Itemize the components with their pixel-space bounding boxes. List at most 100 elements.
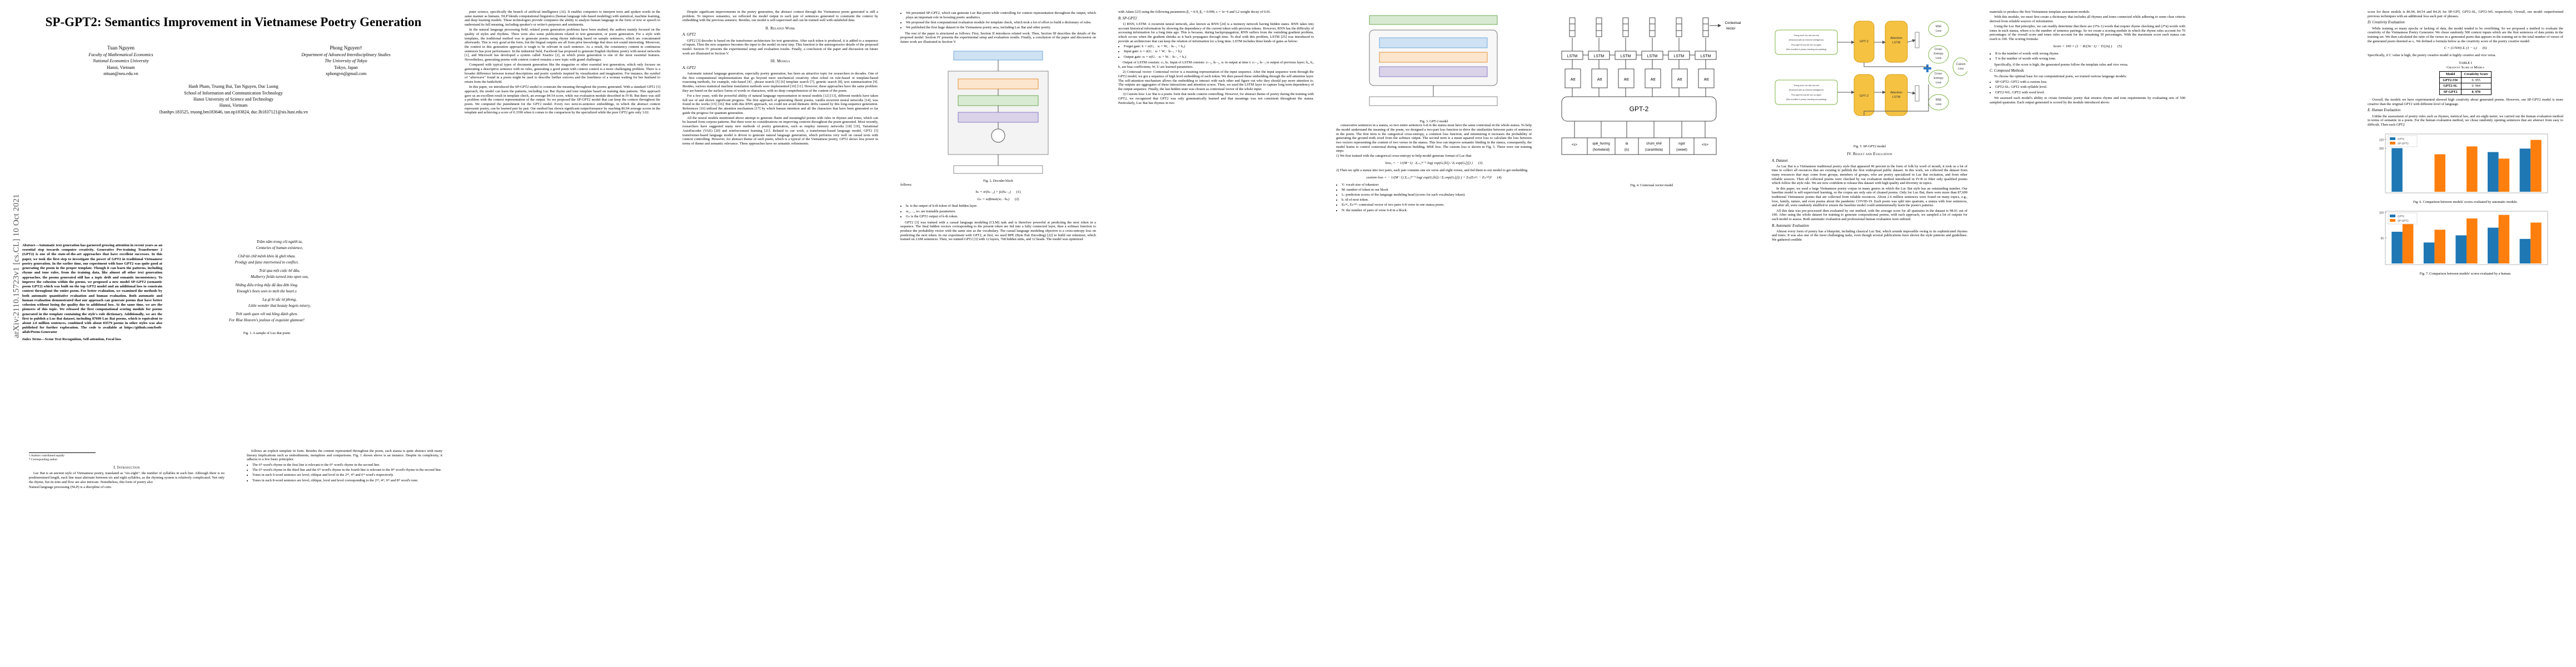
column-8: Thông minh vốn sẵn tính trời (Endowed wi… (1772, 10, 1969, 243)
body-paragraph: In the natural language processing field… (465, 28, 660, 62)
equation-1-number: (1) (1016, 190, 1021, 194)
poem-line-en: Mulberry fields turned into open sea, (250, 274, 309, 279)
cell-score: 0. 964 (2460, 83, 2492, 89)
svg-text:ngot: ngot (1678, 142, 1685, 146)
author-names: Hanh Pham, Truong Bui, Tan Nguyen, Duc L… (188, 84, 278, 89)
svg-text:Att: Att (1597, 78, 1602, 82)
list-item: We published the first huge dataset in t… (906, 26, 1096, 30)
svg-text:quê_hương: quê_hương (1592, 142, 1610, 146)
svg-text:50: 50 (2380, 237, 2384, 240)
svg-text:(She excelled in poetry chanti: (She excelled in poetry chanting and pai… (1786, 98, 1827, 101)
section-heading-introduction: I. Introduction (113, 465, 140, 470)
column-0: † Authors contributed equally * Correspo… (29, 449, 225, 490)
body-paragraph: GPT2 [3] was trained with a casual langu… (900, 220, 1096, 242)
author-dept: Faculty of Mathematical Economics (88, 52, 153, 57)
footnote-1: † Authors contributed equally (29, 454, 65, 457)
list-item: We presented SP-GPT2, which can generate… (906, 11, 1096, 19)
author-org: The University of Tokyo (325, 58, 367, 64)
body-paragraph: Unlike the assessment of poetry rules su… (2368, 114, 2563, 127)
body-paragraph: consecutive sentences in a stanza, so tw… (1336, 123, 1532, 153)
column-header-model: Model (2439, 71, 2462, 78)
subsection-heading-dataset: A. Dataset (1772, 158, 1788, 163)
equation-4: custom loss = − 1/(M−1) Σᵢ₌₁ᴹ⁻¹ log( exp… (1336, 176, 1532, 180)
lstm-label: LSTM (1567, 54, 1578, 58)
equation-4-body: custom loss = − 1/(M−1) Σᵢ₌₁ᴹ⁻¹ log( exp… (1366, 175, 1492, 180)
figure-5-caption: Fig. 5. SP-GPT2 model (1853, 144, 1886, 148)
equation-5-body: Score = 100 × (1 − R/(3n−1) − T/(2n) ) (2053, 44, 2112, 48)
abstract-body: Automatic text generation has garnered g… (22, 243, 162, 335)
follows-label: follows: (900, 182, 912, 187)
footnote-2: * Corresponding author (29, 458, 58, 462)
svg-text:Pha nghề thi hoạ đủ mùi ca ngâ: Pha nghề thi hoạ đủ mùi ca ngâm (1791, 94, 1821, 96)
list-item: R is the number of words with wrong rhym… (1995, 52, 2185, 56)
svg-text:SP-GPT2: SP-GPT2 (2398, 219, 2409, 222)
svg-text:Att: Att (1651, 78, 1656, 82)
subsection-heading-sp-gpt2: B. SP-GPT2 (1118, 16, 1137, 21)
figure-7-caption: Fig. 7. Comparison between models' score… (2419, 272, 2512, 276)
svg-text:(Endowed with an inherent inte: (Endowed with an inherent intelligence) (1789, 89, 1824, 91)
list-item: Gₖ is the GPT2 output of k-th token. (906, 215, 1096, 219)
list-item: Tones in each 8-word sentence are level,… (252, 479, 442, 483)
table-row: GPT2-SL 0. 964 (2439, 83, 2492, 89)
poem-couplet: Chữ tài chữ mệnh khéo là ghét nhau. Prod… (183, 253, 350, 265)
body-paragraph: To choose the optimal base for our compu… (1994, 74, 2127, 79)
body-paragraph: GPT2 [3] decoder is based on the transfo… (682, 38, 878, 56)
body-paragraph: Output of LSTM consists: cₜ, hₜ. Input o… (1118, 61, 1314, 69)
section-heading-models: III. Models (770, 59, 790, 64)
column-6: Fig. 3. GPT-2 model consecutive sentence… (1336, 10, 1532, 214)
body-paragraph: Natural language processing (NLP) is a d… (29, 485, 112, 489)
list-item: SP-GPT2: GPT2 with a custom loss. (1995, 80, 2185, 84)
column-10: score for these models is 86.94, 84.54 a… (2368, 10, 2563, 276)
equation-1-body: hₖ = tr(hₖ₋₁) + fc(hₖ₋₁) (975, 190, 1011, 194)
body-paragraph: Automatic natural language generation, e… (682, 71, 878, 93)
svg-text:Vector: Vector (1726, 27, 1735, 31)
svg-text:GPT-2: GPT-2 (1860, 40, 1869, 43)
list-item: V: vocab size of tokenizer (1342, 183, 1532, 187)
table-1-caption: Creativity Score of Models (2447, 65, 2484, 69)
svg-text:Cross-: Cross- (1935, 72, 1943, 76)
body-paragraph: In this paper, we used a large Vietnames… (1772, 186, 1967, 208)
equation-1: hₖ = tr(hₖ₋₁) + fc(hₖ₋₁) (1) (900, 190, 1096, 195)
body-paragraph: Compared with typical types of document … (465, 63, 660, 84)
subsection-heading-human-evaluation: E. Human Evaluation (2368, 108, 2401, 113)
figure-5-sp-gpt2-model: Thông minh vốn sẵn tính trời (Endowed wi… (1772, 13, 1969, 148)
figure-2-caption: Fig. 2. Decoder block (983, 178, 1013, 183)
body-paragraph: All the neural models mentioned above at… (682, 116, 878, 146)
svg-text:LSTM: LSTM (1892, 41, 1901, 44)
author-location: Hanoi, Vietnam (219, 103, 248, 108)
cell-score: 0. 955 (2460, 77, 2492, 84)
svg-text:GPT2: GPT2 (2398, 137, 2404, 140)
equation-5: Score = 100 × (1 − R/(3n−1) − T/(2n) ) (… (1990, 44, 2185, 49)
equation-6: C = (1/500) Σᵢ (1 − cᵢ) (6) (2368, 46, 2563, 51)
svg-text:MSE: MSE (1936, 25, 1942, 28)
list-item: N: the number of pairs of verse 6-8 in a… (1342, 208, 1532, 213)
author-block-1: Tuan Nguyen Faculty of Mathematical Econ… (22, 44, 220, 77)
section-heading-related-work: II. Related Work (765, 26, 795, 31)
poem-line-vi: Trời xanh quen với má hồng đánh ghen. (235, 312, 298, 316)
body-paragraph: We assessed each model's ability to crea… (1990, 96, 2185, 104)
svg-text:(is): (is) (1625, 148, 1629, 152)
list-item: hₖ is the output of k-th token of final … (906, 204, 1096, 208)
poem-couplet: Trăm năm trong cõi người ta, Centuries o… (183, 239, 350, 251)
figure-1-caption: Fig. 1. A sample of Luc-Bat poem (243, 331, 291, 335)
equation-3-body: loss₁ = − 1/(M−1) · Σᵢ₌₁ᴹ⁻¹ log( exp(Gᵢ[… (1385, 161, 1473, 166)
author-block-3: Hanh Pham, Truong Bui, Tan Nguyen, Duc L… (22, 83, 445, 115)
column-header-creativity-score: Creativity Score (2460, 71, 2492, 78)
list-item: The 6ᵗʰ word's rhyme in the first line i… (252, 463, 442, 467)
list-item: w₁, ..., wₖ are trainable parameters. (906, 210, 1096, 214)
list-item: GPT2-WL: GPT2 with word level. (1995, 91, 2185, 95)
model-list: SP-GPT2: GPT2 with a custom loss. GPT2-S… (1990, 80, 2185, 94)
page-title: SP-GPT2: Semantics Improvement in Vietna… (45, 15, 422, 29)
cell-score: 0. 970 (2460, 88, 2492, 96)
footnotes: † Authors contributed equally * Correspo… (29, 452, 96, 462)
subsection-heading-automatic-evaluation: B. Automatic Evaluation (1772, 223, 1809, 228)
body-paragraph: For a few years, with the powerful abili… (682, 93, 878, 115)
table-1-label: TABLE I (2459, 61, 2472, 65)
table-row: GPT2-SW 0. 955 (2439, 77, 2492, 84)
equation-2-body: Gₖ = softmax(wₒ · hₖ) (977, 197, 1009, 201)
